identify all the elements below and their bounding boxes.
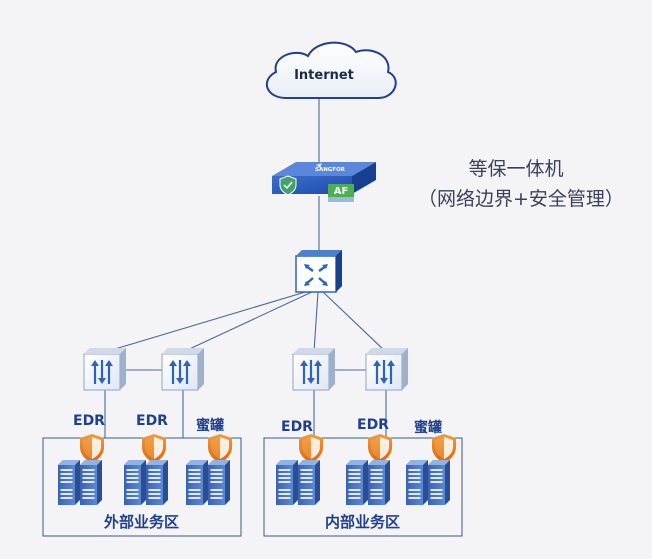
- server-icon-2: [124, 460, 168, 505]
- honeypot-label-1: 蜜罐: [196, 418, 224, 434]
- edr-label-2: EDR: [136, 413, 168, 429]
- server-icon-4: [276, 460, 320, 505]
- access-switch-3: [292, 347, 336, 391]
- edr-shield-icon-4: [368, 434, 392, 463]
- external-zone-label: 外部业务区: [104, 513, 180, 531]
- edr-label-3: EDR: [281, 419, 313, 435]
- firewall-appliance: SANGFOR AF: [272, 162, 376, 202]
- switch-arrows-icon: [300, 360, 322, 384]
- access-switch-2: [161, 347, 205, 391]
- connection-lines: [104, 98, 387, 438]
- internal-zone-label: 内部业务区: [325, 513, 401, 531]
- internet-label: Internet: [294, 68, 354, 83]
- core-switch: [295, 250, 342, 293]
- firewall-shield-icon: [279, 175, 297, 196]
- firewall-description: 等保一体机 （网络边界+安全管理）: [418, 154, 624, 214]
- edr-label-1: EDR: [73, 413, 105, 429]
- af-badge-label: AF: [334, 186, 349, 197]
- af-badge: AF: [328, 184, 354, 202]
- honeypot-shield-icon-2: [432, 434, 456, 463]
- access-switch-4: [365, 347, 409, 391]
- switch-arrows-icon: [169, 360, 191, 384]
- firewall-brand: SANGFOR: [315, 167, 346, 173]
- server-icon-1: [58, 460, 102, 505]
- edr-shield-icon-3: [299, 434, 323, 463]
- firewall-title: 等保一体机: [468, 158, 564, 180]
- internet-cloud: Internet: [265, 41, 397, 99]
- firewall-subtitle: （网络边界+安全管理）: [418, 188, 624, 210]
- server-icon-3: [186, 460, 230, 505]
- honeypot-label-2: 蜜罐: [414, 420, 442, 436]
- edr-shield-icon-1: [80, 434, 104, 463]
- honeypot-shield-icon-1: [208, 434, 232, 463]
- server-icon-5: [346, 460, 390, 505]
- switch-arrows-icon: [373, 360, 395, 384]
- edr-shield-icon-2: [142, 434, 166, 463]
- server-icon-6: [406, 460, 450, 505]
- core-switch-arrows-icon: [304, 264, 328, 286]
- internal-zone-box: [263, 437, 463, 537]
- access-switch-1: [83, 347, 127, 391]
- switch-arrows-icon: [91, 360, 113, 384]
- edr-label-4: EDR: [357, 417, 389, 433]
